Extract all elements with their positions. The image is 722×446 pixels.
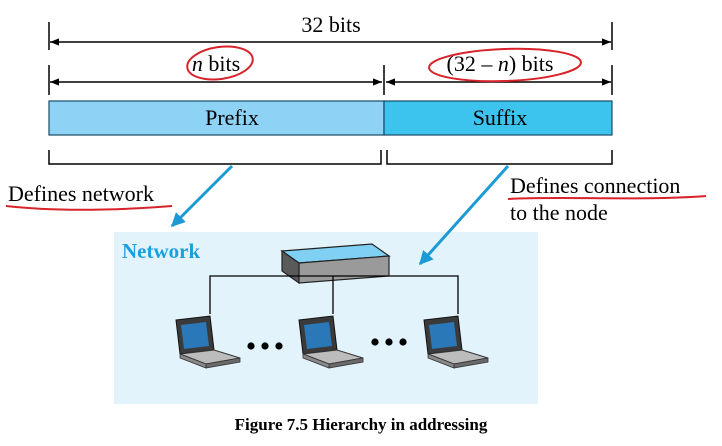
suffix-bits-label: (32 – n) bits bbox=[447, 51, 554, 76]
laptop-icon bbox=[175, 315, 241, 369]
network-switch-icon bbox=[280, 243, 391, 285]
to-the-node-label: to the node bbox=[510, 200, 608, 225]
ellipsis-dots-left bbox=[247, 342, 283, 350]
defines-connection-label: Defines connection bbox=[510, 173, 680, 198]
suffix-bits-annotation-circle bbox=[428, 47, 582, 83]
prefix-bits-annotation-circle bbox=[186, 45, 254, 81]
ellipsis-dots-right bbox=[371, 338, 407, 346]
prefix-label: Prefix bbox=[205, 105, 259, 130]
total-bits-label: 32 bits bbox=[301, 12, 360, 37]
prefix-bits-label: n bits bbox=[192, 51, 240, 76]
prefix-bracket bbox=[48, 150, 382, 165]
network-bus-wire bbox=[209, 275, 459, 314]
suffix-to-node-arrow bbox=[418, 164, 510, 266]
defines-connection-underline bbox=[507, 195, 707, 200]
suffix-bracket bbox=[386, 150, 613, 165]
prefix-to-network-arrow bbox=[170, 164, 234, 228]
suffix-bits-close: ) bbox=[509, 51, 516, 76]
suffix-bits-unit: bits bbox=[522, 51, 554, 76]
prefix-bits-unit: bits bbox=[208, 51, 240, 76]
network-label: Network bbox=[122, 239, 200, 263]
laptop-icon bbox=[423, 315, 489, 369]
laptop-icon bbox=[298, 315, 364, 369]
prefix-bits-var: n bbox=[192, 51, 203, 76]
suffix-bits-var: n bbox=[498, 51, 509, 76]
defines-network-underline bbox=[5, 205, 173, 211]
suffix-label: Suffix bbox=[473, 105, 528, 130]
defines-network-label: Defines network bbox=[8, 181, 154, 206]
figure-caption: Figure 7.5 Hierarchy in addressing bbox=[235, 415, 488, 434]
suffix-box bbox=[383, 100, 613, 136]
